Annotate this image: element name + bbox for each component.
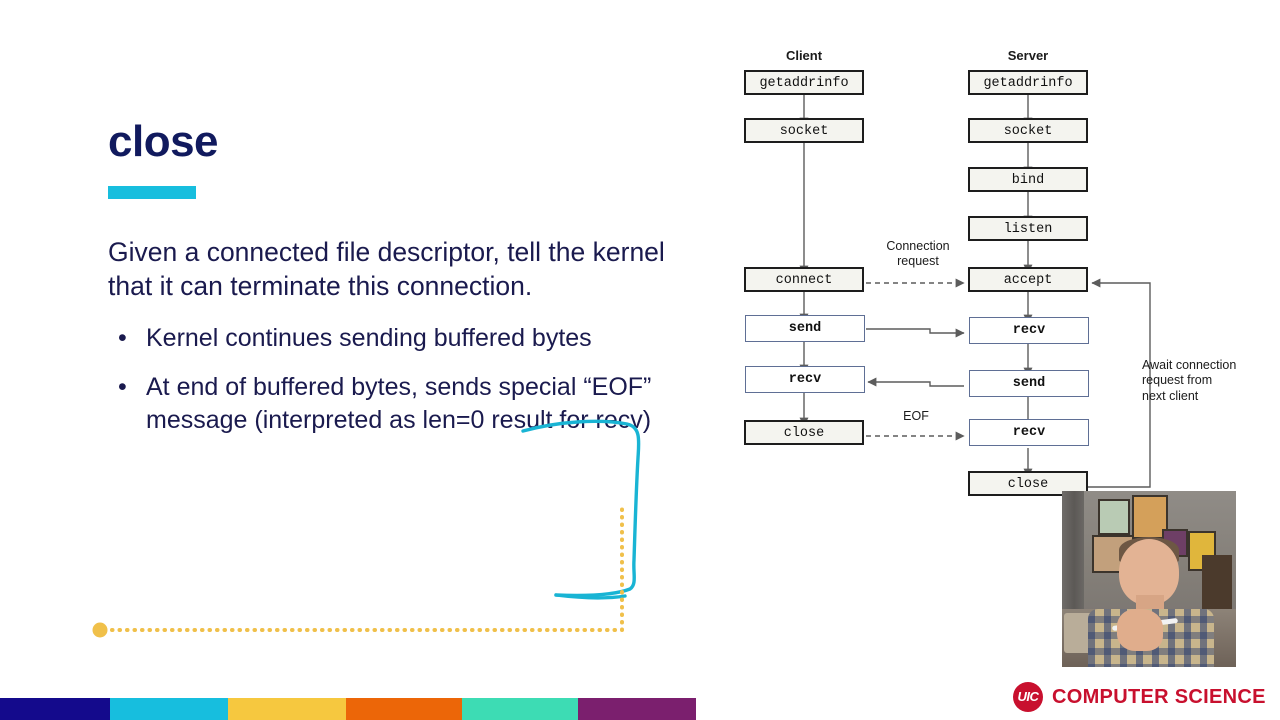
edge-label-connection-request: Connection request: [886, 239, 950, 269]
list-item: • Kernel continues sending buffered byte…: [108, 322, 668, 355]
uic-computer-science-logo: UIC COMPUTER SCIENCE: [1013, 682, 1266, 712]
flow-node-client-send[interactable]: send: [745, 315, 865, 342]
flow-node-client-connect[interactable]: connect: [744, 267, 864, 292]
color-bar-segment-navy: [0, 698, 110, 720]
webcam-presenter-hand: [1117, 609, 1163, 651]
flow-node-server-bind[interactable]: bind: [968, 167, 1088, 192]
flow-node-server-accept[interactable]: accept: [968, 267, 1088, 292]
list-item: • At end of buffered bytes, sends specia…: [108, 371, 668, 438]
flow-node-server-send[interactable]: send: [969, 370, 1089, 397]
list-item-text: At end of buffered bytes, sends special …: [146, 373, 652, 435]
bullet-marker-icon: •: [118, 323, 127, 352]
client-server-flow-diagram: Client Server getaddrinfo socket connect…: [730, 36, 1275, 506]
flow-node-server-listen[interactable]: listen: [968, 216, 1088, 241]
flow-node-server-getaddrinfo[interactable]: getaddrinfo: [968, 70, 1088, 95]
diagram-column-header-server: Server: [1007, 48, 1049, 63]
color-bar-segment-yellow: [228, 698, 346, 720]
diagram-column-header-client: Client: [785, 48, 823, 63]
bullet-list: • Kernel continues sending buffered byte…: [108, 322, 668, 438]
color-bar-segment-mint: [462, 698, 578, 720]
slide-content-column: close Given a connected file descriptor,…: [108, 120, 668, 454]
edge-label-eof: EOF: [903, 409, 929, 423]
lead-paragraph: Given a connected file descriptor, tell …: [108, 237, 665, 302]
color-bar-segment-cyan: [110, 698, 228, 720]
uic-wordmark: COMPUTER SCIENCE: [1052, 685, 1266, 708]
flow-node-client-socket[interactable]: socket: [744, 118, 864, 143]
flow-node-client-recv[interactable]: recv: [745, 366, 865, 393]
uic-roundel-icon: UIC: [1013, 682, 1043, 712]
flow-node-server-socket[interactable]: socket: [968, 118, 1088, 143]
webcam-wall-art: [1098, 499, 1130, 535]
flow-node-client-getaddrinfo[interactable]: getaddrinfo: [744, 70, 864, 95]
list-item-text: Kernel continues sending buffered bytes: [146, 323, 592, 352]
color-bar-segment-purple: [578, 698, 696, 720]
brand-color-bar: [0, 698, 696, 720]
webcam-curtain: [1062, 491, 1084, 621]
ink-bracket-tail: [554, 593, 627, 600]
bullet-marker-icon: •: [118, 373, 127, 402]
presenter-webcam-video[interactable]: [1062, 491, 1236, 667]
page-title: close: [108, 117, 219, 166]
webcam-presenter-head: [1119, 539, 1179, 605]
edge-label-await-connection: Await connection request from next clien…: [1142, 358, 1237, 403]
title-accent-rule: [108, 186, 196, 199]
flow-node-client-close[interactable]: close: [744, 420, 864, 445]
dotted-rule-dot: [92, 622, 108, 638]
flow-node-server-recv-2[interactable]: recv: [969, 419, 1089, 446]
color-bar-segment-orange: [346, 698, 462, 720]
flow-node-server-recv-1[interactable]: recv: [969, 317, 1089, 344]
